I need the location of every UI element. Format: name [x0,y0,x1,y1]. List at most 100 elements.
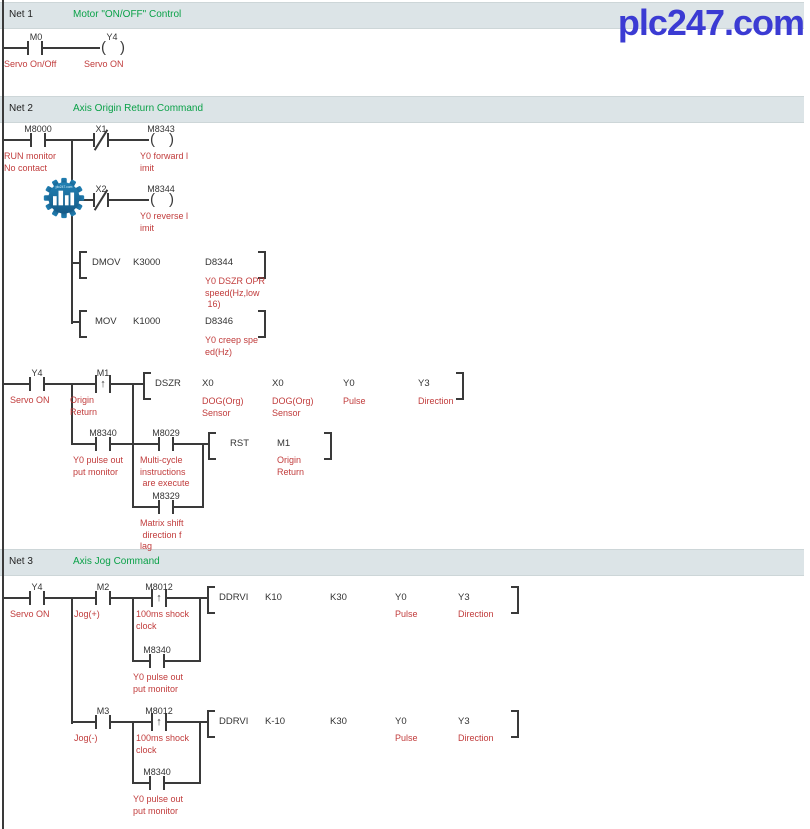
operand-dmov-k3000[interactable]: K3000 [133,257,161,268]
operand-ddrvi2-y0[interactable]: Y0 [395,716,407,727]
operand-dszr-x0-1[interactable]: X0 [202,378,214,389]
net2-id: Net 2 [9,103,33,114]
device-label-m8029: M8029 [152,428,180,438]
net1-title: Motor "ON/OFF" Control [73,9,182,20]
wire [71,321,81,323]
rising-edge-arrow-icon: ↑ [156,592,162,604]
operand-ddrvi2-y3[interactable]: Y3 [458,716,470,727]
operand-ddrvi1-y3[interactable]: Y3 [458,592,470,603]
contact-m8340[interactable] [149,776,165,790]
contact-m2[interactable] [95,591,111,605]
device-label-y4: Y4 [106,32,118,42]
net1-header[interactable]: Net 1 Motor "ON/OFF" Control [0,2,804,29]
instruction-open-bracket [208,432,216,460]
comment-m8344: Y0 reverse l imit [140,211,189,233]
comment-m0: Servo On/Off [4,59,57,69]
contact-x2-nc[interactable] [93,189,109,211]
coil-m8343[interactable] [149,130,175,150]
comment-m8340: Y0 pulse out put monitor [133,672,184,694]
instruction-rst[interactable]: RST [230,438,249,449]
rising-edge-arrow-icon: ↑ [100,378,106,390]
instruction-close-bracket [258,251,266,279]
operand-rst-m1[interactable]: M1 [277,438,291,449]
comment-m3: Jog(-) [74,733,98,743]
device-label-m8000: M8000 [24,124,52,134]
contact-m8000[interactable] [30,133,46,147]
net3-header[interactable]: Net 3 Axis Jog Command [0,549,804,576]
wire [4,383,145,385]
net2-title: Axis Origin Return Command [73,103,204,114]
operand-dszr-y0[interactable]: Y0 [343,378,355,389]
instruction-close-bracket [456,372,464,400]
comment-y4: Servo ON [10,395,50,405]
operand-mov-d8346[interactable]: D8346 [205,316,233,327]
coil-y4[interactable] [100,38,126,58]
operand-mov-k1000[interactable]: K1000 [133,316,161,327]
comment-m1: Origin Return [70,395,98,417]
contact-y4[interactable] [29,591,45,605]
device-label-m8340: M8340 [143,767,171,777]
comment-dog-sensor-2: DOG(Org) Sensor [272,396,314,418]
contact-m8340[interactable] [95,437,111,451]
net1-id: Net 1 [9,9,33,20]
comment-m8340: Y0 pulse out put monitor [73,455,124,477]
comment-y4: Servo ON [10,609,50,619]
operand-dszr-x0-2[interactable]: X0 [272,378,284,389]
operand-ddrvi1-k30[interactable]: K30 [330,592,347,603]
comment-pulse: Pulse [343,396,366,406]
comment-m8340: Y0 pulse out put monitor [133,794,184,816]
contact-m8329[interactable] [158,500,174,514]
comment-m8029: Multi-cycle instructions are execute [140,455,190,488]
comment-m2: Jog(+) [74,609,100,619]
coil-m8344[interactable] [149,190,175,210]
branch-wire [71,597,73,724]
comment-dog-sensor-1: DOG(Org) Sensor [202,396,244,418]
comment-y4: Servo ON [84,59,124,69]
contact-m8012-rising-edge[interactable]: ↑ [151,589,167,607]
device-label-m8012: M8012 [145,706,173,716]
comment-m8329: Matrix shift direction f lag [140,518,184,551]
instruction-dszr[interactable]: DSZR [155,378,181,389]
device-label-m8344: M8344 [147,184,175,194]
wire [71,443,210,445]
device-label-m8343: M8343 [147,124,175,134]
contact-m1-rising-edge[interactable]: ↑ [95,375,111,393]
instruction-dmov[interactable]: DMOV [92,257,121,268]
instruction-open-bracket [207,586,215,614]
contact-m8340[interactable] [149,654,165,668]
comment-pulse: Pulse [395,733,418,743]
comment-d8344: Y0 DSZR OPR speed(Hz,low 16) [205,276,266,309]
instruction-open-bracket [143,372,151,400]
device-label-x1: X1 [95,124,107,134]
operand-ddrvi2-k-10[interactable]: K-10 [265,716,286,727]
operand-ddrvi2-k30[interactable]: K30 [330,716,347,727]
instruction-mov[interactable]: MOV [95,316,117,327]
comment-direction: Direction [458,609,494,619]
instruction-close-bracket [258,310,266,338]
comment-rst-m1: Origin Return [277,455,305,477]
wire [4,139,152,141]
net2-header[interactable]: Net 2 Axis Origin Return Command [0,96,804,123]
contact-m8012-rising-edge[interactable]: ↑ [151,713,167,731]
branch-wire [132,597,134,662]
instruction-ddrvi1[interactable]: DDRVI [219,592,249,603]
device-label-m0: M0 [29,32,43,42]
net3-title: Axis Jog Command [73,556,160,567]
device-label-m8340: M8340 [143,645,171,655]
branch-wire [132,383,134,508]
instruction-close-bracket [511,586,519,614]
contact-x1-nc[interactable] [93,129,109,151]
instruction-ddrvi2[interactable]: DDRVI [219,716,249,727]
operand-dszr-y3[interactable]: Y3 [418,378,430,389]
wire [71,262,81,264]
operand-ddrvi1-y0[interactable]: Y0 [395,592,407,603]
operand-dmov-d8344[interactable]: D8344 [205,257,233,268]
device-label-m2: M2 [96,582,110,592]
contact-y4[interactable] [29,377,45,391]
contact-m8029[interactable] [158,437,174,451]
operand-ddrvi1-k10[interactable]: K10 [265,592,282,603]
contact-m3[interactable] [95,715,111,729]
plc247-watermark: plc247.com [617,2,805,43]
contact-m0[interactable] [27,41,43,55]
